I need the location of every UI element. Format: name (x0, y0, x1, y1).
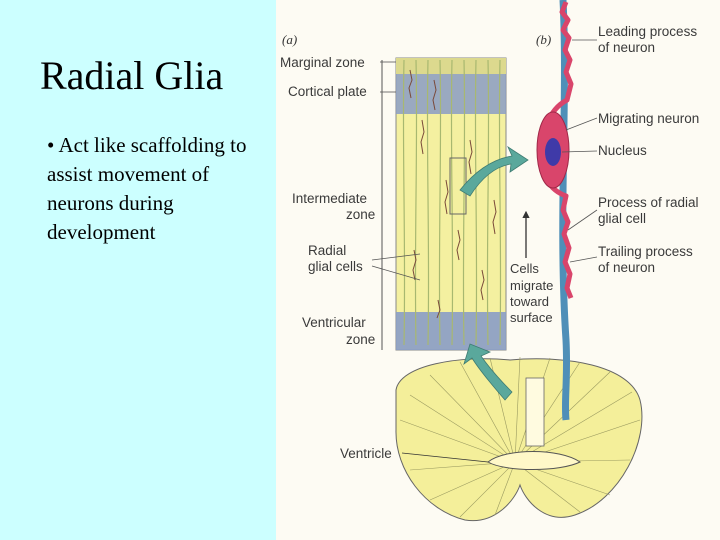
label-cells-migrate-line4: surface (510, 310, 553, 325)
ventricle-shape (487, 451, 581, 470)
panel-a-pointers (371, 61, 421, 281)
panel-b-cell (536, 0, 574, 421)
slide-title: Radial Glia (40, 53, 224, 98)
slide-text-panel: Radial Glia • Act like scaffolding to as… (0, 0, 276, 540)
label-cells-migrate-line1: Cells (510, 261, 539, 276)
label-nucleus: Nucleus (598, 143, 647, 158)
label-ventricular-zone-line1: Ventricular (302, 315, 366, 330)
label-radial-glial-cells-line1: Radial (308, 243, 346, 258)
label-radial-glial-cells-line2: glial cells (308, 259, 363, 274)
label-cells-migrate-line2: migrate (510, 278, 553, 293)
label-cells-migrate-line3: toward (510, 294, 549, 309)
figure-illustration: (a) (b) Marginal zone Cortical plate Int… (280, 0, 699, 522)
panel-a-letter: (a) (282, 32, 297, 47)
section-zoom-box (525, 377, 545, 447)
nucleus-shape (545, 138, 561, 166)
label-ventricle: Ventricle (340, 446, 392, 461)
label-process-radial-glial-line1: Process of radial (598, 195, 699, 210)
cortical-column (381, 57, 507, 351)
bullet-text: Act like scaffolding to assist movement … (47, 133, 247, 244)
label-trailing-process-line1: Trailing process (598, 244, 693, 259)
label-trailing-process-line2: of neuron (598, 260, 655, 275)
teal-arrows (459, 145, 529, 401)
label-migrating-neuron: Migrating neuron (598, 111, 699, 126)
label-intermediate-zone-line2: zone (346, 207, 375, 222)
zoom-arrow-upper (459, 145, 529, 197)
zoom-arrow-lower (463, 343, 513, 401)
panel-b-pointers (561, 39, 598, 263)
label-intermediate-zone-line1: Intermediate (292, 191, 367, 206)
radial-glia-figure: (a) (b) Marginal zone Cortical plate Int… (276, 0, 720, 540)
brain-section-outline (395, 358, 643, 522)
ventricular-zone-band (396, 312, 506, 350)
label-leading-process-line1: Leading process (598, 24, 697, 39)
label-marginal-zone: Marginal zone (280, 55, 365, 70)
label-ventricular-zone-line2: zone (346, 332, 375, 347)
bullet-point: • Act like scaffolding to assist movemen… (47, 131, 269, 247)
label-cortical-plate: Cortical plate (288, 84, 367, 99)
label-leading-process-line2: of neuron (598, 40, 655, 55)
panel-b-letter: (b) (536, 32, 551, 47)
ventricle-pointer (401, 452, 489, 463)
bullet-marker: • (47, 133, 55, 157)
marginal-zone-band (396, 58, 506, 74)
label-process-radial-glial-line2: glial cell (598, 211, 646, 226)
brain-section (395, 356, 643, 522)
